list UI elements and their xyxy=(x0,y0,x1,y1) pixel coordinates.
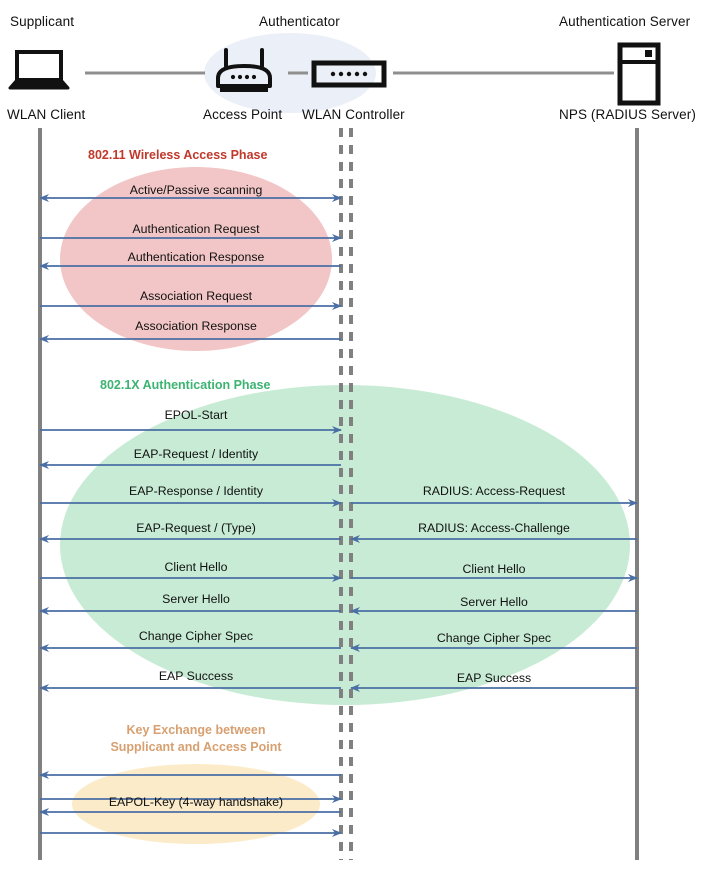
laptop-icon xyxy=(8,50,70,90)
message-label-right-4: Change Cipher Spec xyxy=(436,631,552,645)
actor-role-authenticator: Authenticator xyxy=(259,14,340,29)
message-label-right-2: Client Hello xyxy=(462,562,526,576)
message-label-right-0: RADIUS: Access-Request xyxy=(422,484,566,498)
message-label-left-1: Authentication Request xyxy=(132,222,260,236)
message-label-left-5: EPOL-Start xyxy=(164,408,228,422)
actor-device-wlan-client: WLAN Client xyxy=(7,107,86,122)
phase-label-8021x: 802.1X Authentication Phase xyxy=(100,378,271,392)
message-label-left-15: EAPOL-Key (4-way handshake) xyxy=(108,795,284,809)
message-arrows-right xyxy=(350,499,638,692)
phase-80211-ellipse xyxy=(60,167,332,351)
actor-device-nps-radius-server: NPS (RADIUS Server) xyxy=(559,107,696,122)
actor-device-wlan-controller: WLAN Controller xyxy=(302,107,405,122)
message-label-right-3: Server Hello xyxy=(460,595,528,609)
wlan-controller-icon xyxy=(311,60,387,88)
message-label-left-7: EAP-Response / Identity xyxy=(129,484,263,498)
message-label-left-12: EAP Success xyxy=(158,669,234,683)
server-icon xyxy=(617,42,661,106)
message-label-left-9: Client Hello xyxy=(164,560,228,574)
actor-device-access-point: Access Point xyxy=(203,107,283,122)
message-label-left-8: EAP-Request / (Type) xyxy=(136,521,256,535)
message-label-left-11: Change Cipher Spec xyxy=(138,629,254,643)
phase-label-key-exchange-line1: Key Exchange between xyxy=(126,723,266,737)
message-label-left-4: Association Response xyxy=(135,319,257,333)
message-arrows-left xyxy=(39,194,342,837)
message-label-left-10: Server Hello xyxy=(162,592,230,606)
message-label-left-6: EAP-Request / Identity xyxy=(133,447,259,461)
message-label-right-1: RADIUS: Access-Challenge xyxy=(418,521,570,535)
phase-8021x-ellipse xyxy=(60,385,630,705)
message-label-left-0: Active/Passive scanning xyxy=(129,183,263,197)
phase-key-exchange-ellipse xyxy=(72,764,320,844)
phase-label-80211: 802.11 Wireless Access Phase xyxy=(88,148,268,162)
actor-role-authentication-server: Authentication Server xyxy=(559,14,691,29)
phase-label-key-exchange-line2: Supplicant and Access Point xyxy=(110,740,282,754)
access-point-icon xyxy=(216,48,272,92)
message-label-right-5: EAP Success xyxy=(456,671,532,685)
actor-role-supplicant: Supplicant xyxy=(10,14,75,29)
message-label-left-2: Authentication Response xyxy=(127,250,265,264)
message-label-left-3: Association Request xyxy=(139,289,253,303)
